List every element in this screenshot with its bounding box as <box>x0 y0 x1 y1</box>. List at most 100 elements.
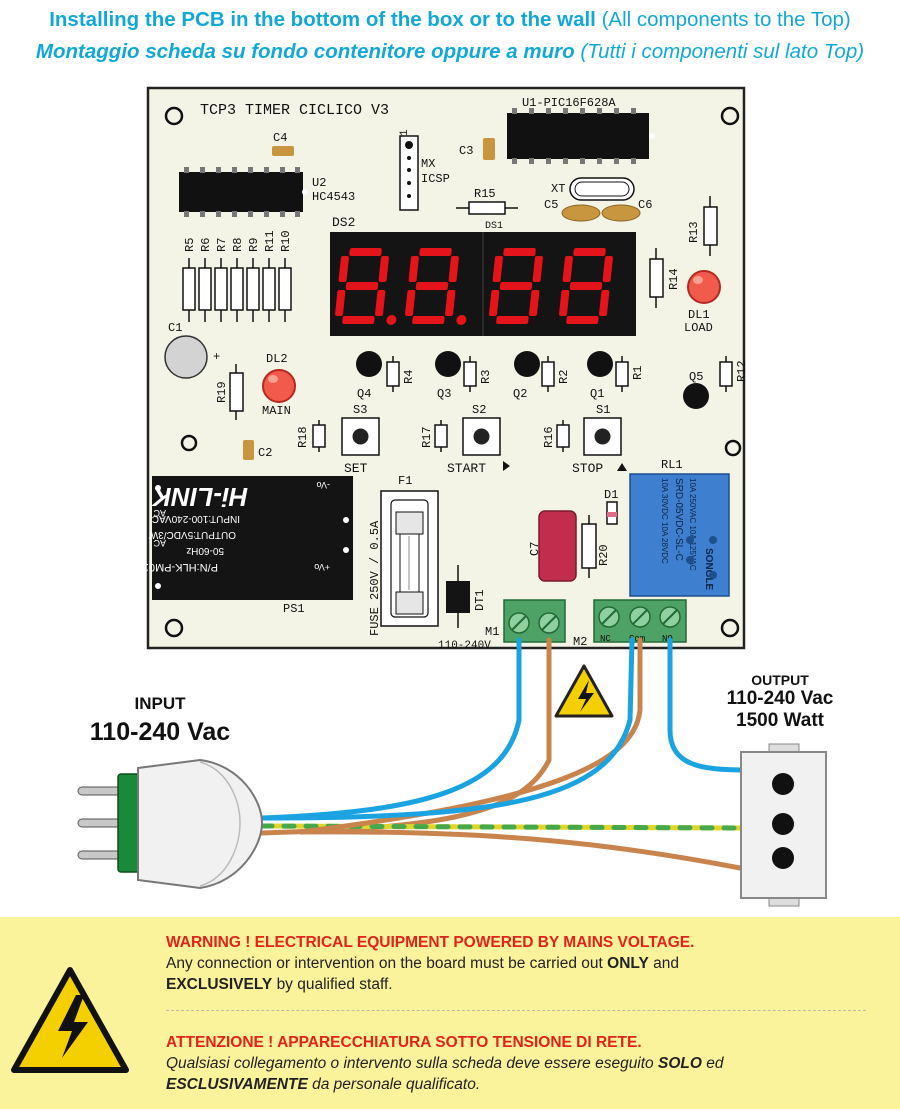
label-u2-part: HC4543 <box>312 190 355 204</box>
label-ds1: DS1 <box>485 221 503 232</box>
resistor-r17 <box>434 424 448 448</box>
chip-u1-pins <box>512 108 636 164</box>
label-q4: Q4 <box>357 387 371 401</box>
header-english: Installing the PCB in the bottom of the … <box>49 8 851 31</box>
label-c7: C7 <box>528 542 542 556</box>
label-s3: S3 <box>353 403 367 417</box>
label-r9: R9 <box>247 238 261 252</box>
board-title: TCP3 TIMER CICLICO V3 <box>200 102 389 119</box>
label-r4: R4 <box>402 370 416 384</box>
input-title: INPUT <box>134 694 186 713</box>
input-label: INPUT 110-240 Vac <box>60 694 260 747</box>
label-c5: C5 <box>544 198 558 212</box>
cap-c3 <box>483 138 495 160</box>
label-mx-pin1: 1 <box>399 129 411 136</box>
chip-u2-notch <box>302 189 308 195</box>
label-m2: M2 <box>573 635 587 649</box>
label-m2-com: Com <box>629 634 645 644</box>
label-r3: R3 <box>479 370 493 384</box>
label-set: SET <box>344 461 368 476</box>
label-q2: Q2 <box>513 387 527 401</box>
output-voltage: 110-240 Vac <box>726 688 834 709</box>
mounting-holes <box>164 106 742 638</box>
resistor-r15 <box>468 201 506 215</box>
psu-hilink <box>152 476 353 600</box>
button-start-cap[interactable] <box>473 428 490 445</box>
hazard-overlay <box>11 967 129 1073</box>
label-r14: R14 <box>667 268 681 290</box>
label-xt: XT <box>551 182 565 196</box>
button-stop[interactable] <box>583 417 622 456</box>
label-ds2: DS2 <box>332 215 355 230</box>
warning-en-line2: EXCLUSIVELY by qualified staff. <box>166 976 393 993</box>
psu-output: OUTPUT:5VDC/3W <box>148 529 236 540</box>
button-set-cap[interactable] <box>352 428 369 445</box>
label-dt1: DT1 <box>473 589 487 611</box>
warning-en-title: WARNING ! ELECTRICAL EQUIPMENT POWERED B… <box>166 934 695 951</box>
label-icsp: ICSP <box>421 172 450 186</box>
psu-vo-minus: -Vo <box>316 480 330 490</box>
resistor-r14 <box>649 258 664 298</box>
label-r20: R20 <box>597 544 611 566</box>
label-q5: Q5 <box>689 370 703 384</box>
psu-brand: Hi-LINK <box>150 482 248 512</box>
label-r10: R10 <box>279 230 293 252</box>
label-r19: R19 <box>215 381 229 403</box>
label-r6: R6 <box>199 238 213 252</box>
psu-ac2: AC <box>153 508 166 518</box>
warning-box <box>0 917 900 1109</box>
label-c4: C4 <box>273 131 287 145</box>
label-r16: R16 <box>542 426 556 448</box>
led-dl1 <box>687 270 721 304</box>
chip-u2-pins <box>184 167 300 217</box>
psu-ac1: AC <box>153 538 166 548</box>
label-stop: STOP <box>572 461 603 476</box>
wires <box>259 637 748 871</box>
small-hazard-icon <box>554 664 614 718</box>
display-digit-3 <box>489 248 543 324</box>
button-stop-cap[interactable] <box>594 428 611 445</box>
cap-c7 <box>538 510 577 582</box>
warning-en: WARNING ! ELECTRICAL EQUIPMENT POWERED B… <box>166 934 694 994</box>
transistor-q5 <box>683 383 709 409</box>
label-mx: MX <box>421 157 435 171</box>
psu-vo-plus: +Vo <box>314 562 330 572</box>
display-digits <box>335 248 613 325</box>
psu-input: INPUT:100-240VAC <box>152 513 240 524</box>
push-buttons[interactable] <box>341 417 622 456</box>
resistor-array-labels: R5 R6 R7 R8 R9 R11 R10 <box>183 230 293 252</box>
resistor-r20 <box>581 523 597 569</box>
varistor-dt1 <box>446 581 470 613</box>
wire-blue-m1 <box>259 637 522 821</box>
label-r7: R7 <box>215 238 229 252</box>
output-power: 1500 Watt <box>736 710 824 731</box>
psu-pins <box>155 485 349 589</box>
label-m2-no: NO <box>662 634 673 644</box>
label-d1: D1 <box>604 488 618 502</box>
resistor-r19 <box>229 372 244 412</box>
psu-pn: P/N:HLK-PM01 <box>143 561 218 573</box>
cap-c6 <box>601 204 641 222</box>
warning-it-line1: Qualsiasi collegamento o intervento sull… <box>166 1055 724 1072</box>
warning-it: ATTENZIONE ! APPARECCHIATURA SOTTO TENSI… <box>166 1034 723 1094</box>
label-dl1-load: LOAD <box>684 321 713 335</box>
icsp-pin1 <box>405 141 413 149</box>
label-dl1: DL1 <box>688 308 710 322</box>
wire-earth-stripe <box>259 823 745 831</box>
label-r15: R15 <box>474 187 496 201</box>
label-ps1: PS1 <box>283 602 305 616</box>
stop-arrow-icon <box>617 463 627 471</box>
output-label: OUTPUT 110-240 Vac 1500 Watt <box>700 672 860 732</box>
label-m1: M1 <box>485 625 499 639</box>
label-r5: R5 <box>183 238 197 252</box>
label-u2: U2 <box>312 176 326 190</box>
label-r13: R13 <box>687 221 701 243</box>
label-dl2: DL2 <box>266 352 288 366</box>
cap-c1 <box>164 335 208 379</box>
crystal-xt <box>569 177 635 201</box>
label-c2: C2 <box>258 446 272 460</box>
display-digit-1 <box>335 248 397 325</box>
label-s2: S2 <box>472 403 486 417</box>
